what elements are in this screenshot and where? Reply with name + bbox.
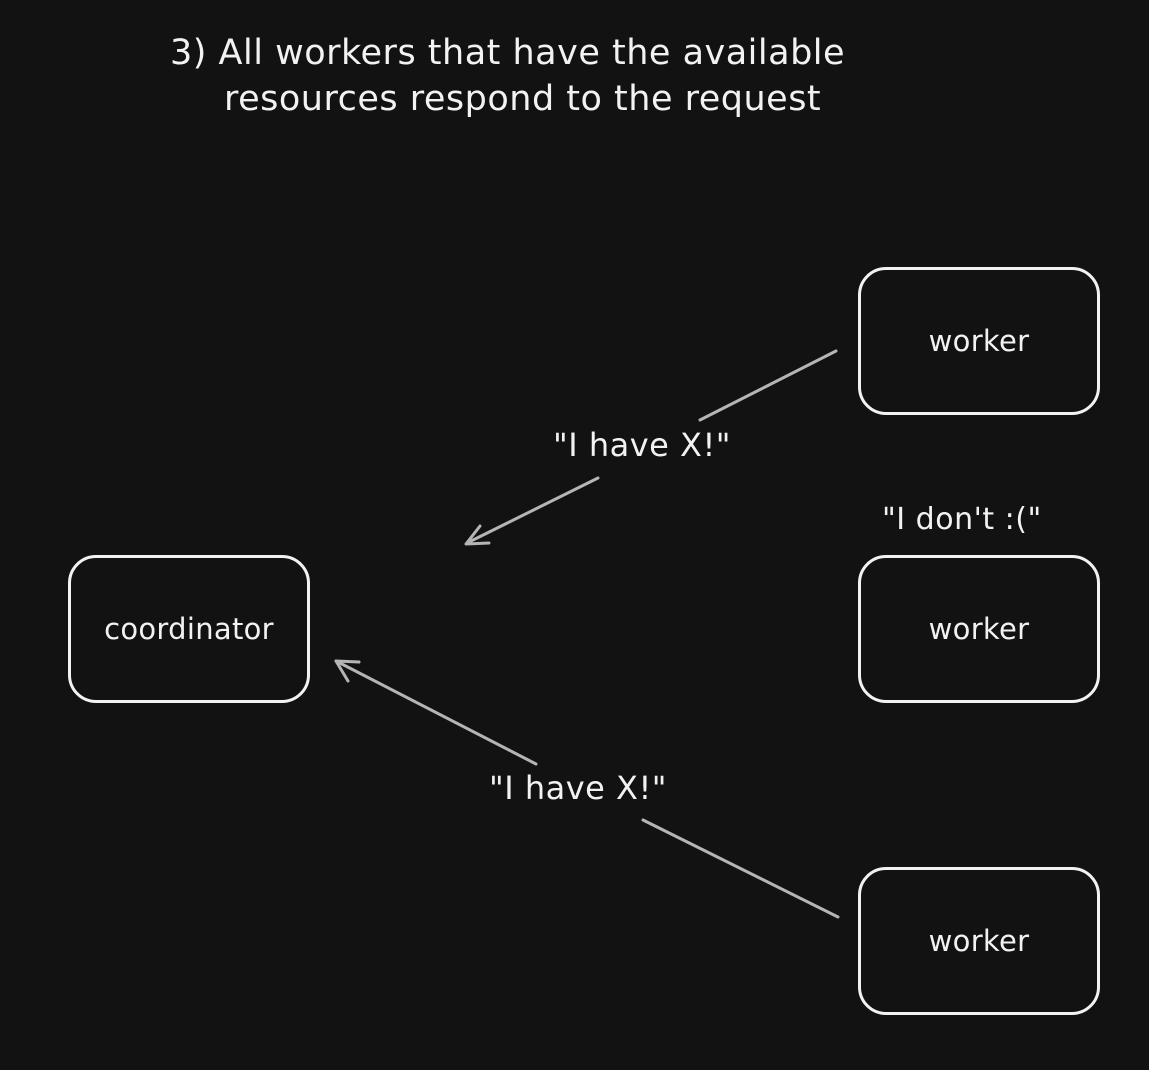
diagram-title-line-1: 3) All workers that have the available xyxy=(170,33,846,73)
edge-label-bottom: "I have X!" xyxy=(489,769,667,807)
worker-node-middle: worker xyxy=(858,555,1100,703)
worker-node-top: worker xyxy=(858,267,1100,415)
worker-middle-note: "I don't :(" xyxy=(882,502,1042,537)
coordinator-node: coordinator xyxy=(68,555,310,703)
coordinator-node-label: coordinator xyxy=(104,612,274,646)
worker-node-bottom-label: worker xyxy=(928,924,1030,958)
arrow-bottom-head xyxy=(334,659,361,683)
worker-node-bottom: worker xyxy=(858,867,1100,1015)
worker-node-top-label: worker xyxy=(928,324,1030,358)
arrow-top-shaft-a xyxy=(698,349,838,422)
arrow-bottom-shaft-a xyxy=(641,818,840,919)
arrow-bottom-shaft-b xyxy=(334,659,538,766)
arrow-top-head xyxy=(464,524,491,546)
arrow-top-shaft-b xyxy=(465,476,600,545)
worker-node-middle-label: worker xyxy=(928,612,1030,646)
diagram-title-line-2: resources respond to the request xyxy=(224,79,822,119)
edge-label-top: "I have X!" xyxy=(553,426,731,464)
